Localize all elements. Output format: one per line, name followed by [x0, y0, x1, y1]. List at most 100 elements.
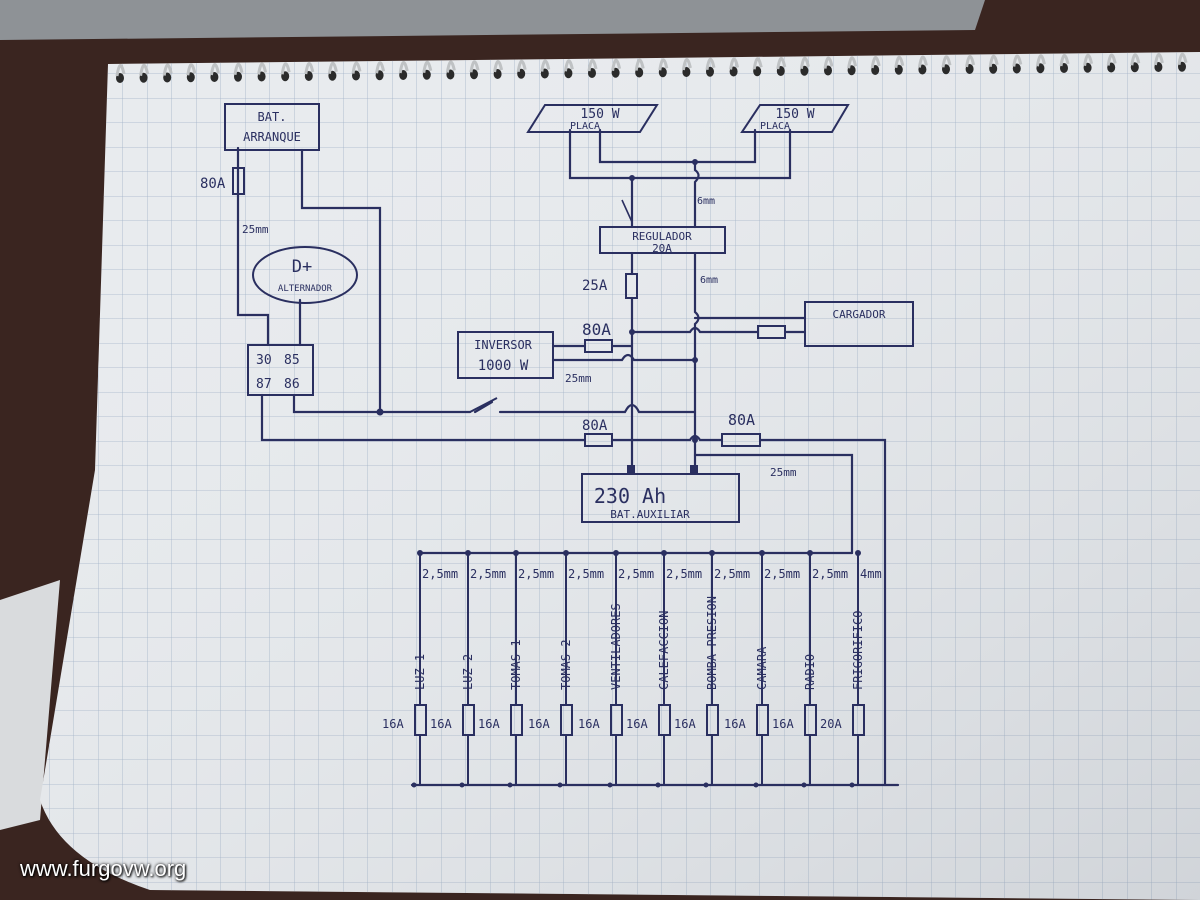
- branch-cable-label: 2,5mm: [618, 567, 654, 581]
- branch-name-label: VENTILADORES: [609, 603, 623, 690]
- ground-junction: [801, 782, 807, 788]
- fuse-25a-label: 25A: [582, 278, 608, 294]
- ground-junction: [849, 782, 855, 788]
- junction-dot: [629, 175, 635, 181]
- spiral-ring: [705, 57, 716, 77]
- spiral-ring: [587, 59, 598, 78]
- branch-cable-label: 2,5mm: [764, 567, 800, 581]
- spiral-ring: [658, 58, 669, 78]
- branch-fuse-label: 20A: [820, 717, 842, 731]
- spiral-ring: [988, 54, 999, 74]
- branch-name-label: FRIGORIFICO: [851, 611, 865, 690]
- circuit-branch: 2,5mm 16A VENTILADORES: [578, 550, 654, 788]
- spiral-ring: [1106, 53, 1117, 73]
- spiral-ring: [280, 62, 291, 82]
- spiral-ring: [115, 64, 126, 83]
- branch-fuse-label: 16A: [578, 717, 600, 731]
- spiral-ring: [1153, 53, 1164, 72]
- spiral-ring: [917, 55, 928, 75]
- branch-name-label: TOMAS 2: [559, 639, 573, 690]
- bat-arranque-label-1: BAT.: [258, 110, 287, 124]
- switch: [469, 397, 498, 413]
- branch-fuse-label: 16A: [382, 717, 404, 731]
- branch-fuse: [560, 704, 573, 736]
- spiral-ring: [634, 58, 645, 78]
- cargador: CARGADOR: [804, 301, 914, 347]
- spiral-ring: [186, 63, 197, 83]
- bat-auxiliar-name: BAT.AUXILIAR: [610, 508, 690, 521]
- spiral-ring: [516, 59, 527, 79]
- bat-arranque: BAT. ARRANQUE: [224, 103, 320, 151]
- inversor: INVERSOR 1000 W: [457, 331, 554, 379]
- branch-name-label: RADIO: [803, 654, 817, 690]
- regulator-arrow: [621, 199, 633, 223]
- branch-cable-label: 2,5mm: [666, 567, 702, 581]
- junction-dot: [376, 408, 384, 416]
- fuse-80a-bottom: [584, 433, 613, 447]
- branch-fuse: [610, 704, 623, 736]
- ground-junction: [655, 782, 661, 788]
- spiral-ring: [965, 55, 976, 74]
- relay-pin-85: 85: [284, 353, 300, 368]
- junction-dot: [692, 159, 698, 165]
- spiral-ring: [776, 57, 787, 76]
- branch-fuse: [706, 704, 719, 736]
- spiral-ring: [493, 60, 504, 79]
- placa-left-power: 150 W: [580, 107, 619, 122]
- fuse-80a-right: [721, 433, 761, 447]
- cable-25-start-label: 25mm: [242, 223, 269, 236]
- branch-cable-label: 4mm: [860, 567, 882, 581]
- ground-junction: [557, 782, 563, 788]
- placa-left-name: PLACA: [570, 121, 600, 132]
- junction-dot: [692, 437, 698, 443]
- relay-pin-87: 87: [256, 377, 272, 392]
- spiral-ring: [752, 57, 763, 77]
- branch-fuse-label: 16A: [724, 717, 746, 731]
- bat-auxiliar-capacity: 230 Ah: [594, 484, 666, 508]
- junction-dot: [692, 357, 698, 363]
- ground-junction: [411, 782, 417, 788]
- spiral-ring: [729, 57, 740, 77]
- branch-fuse: [462, 704, 475, 736]
- regulador-label-1: REGULADOR: [632, 230, 692, 243]
- placa-right: 150 W PLACA: [740, 104, 850, 133]
- circuit-branch: 4mm 20A FRIGORIFICO: [820, 550, 882, 788]
- branch-fuse-label: 16A: [626, 717, 648, 731]
- spiral-ring: [870, 56, 881, 75]
- branch-name-label: TOMAS 1: [509, 639, 523, 690]
- branch-fuse: [510, 704, 523, 736]
- branch-name-label: CALEFACCION: [657, 611, 671, 690]
- spiral-ring: [941, 55, 952, 75]
- spiral-ring: [681, 58, 692, 77]
- spiral-ring: [611, 58, 622, 78]
- branch-fuse: [804, 704, 817, 736]
- branch-fuse-label: 16A: [528, 717, 550, 731]
- laptop-edge: [0, 0, 985, 40]
- branch-name-label: LUZ 2: [461, 654, 475, 690]
- alternador-label-2: ALTERNADOR: [278, 284, 333, 294]
- cable-25-inv-label: 25mm: [565, 372, 592, 385]
- fuse-80a-start-label: 80A: [200, 176, 226, 192]
- spiral-ring: [894, 55, 905, 75]
- spiral-ring: [351, 61, 362, 81]
- spiral-ring: [398, 61, 409, 80]
- ground-junction: [753, 782, 759, 788]
- branch-fuse: [414, 704, 427, 736]
- inversor-label-1: INVERSOR: [474, 338, 533, 352]
- bat-auxiliar: 230 Ah BAT.AUXILIAR: [581, 465, 740, 523]
- branch-fuse: [658, 704, 671, 736]
- paper-corner-left: [0, 580, 60, 830]
- spiral-ring: [375, 61, 386, 81]
- relay-box: 30 85 87 86: [247, 344, 314, 396]
- spiral-ring: [1083, 53, 1094, 73]
- spiral-ring: [469, 60, 480, 80]
- spiral-ring: [1059, 54, 1070, 73]
- spiral-ring: [304, 62, 315, 81]
- cable-25-right-label: 25mm: [770, 466, 797, 479]
- branch-fuse-label: 16A: [772, 717, 794, 731]
- inversor-label-2: 1000 W: [478, 358, 529, 374]
